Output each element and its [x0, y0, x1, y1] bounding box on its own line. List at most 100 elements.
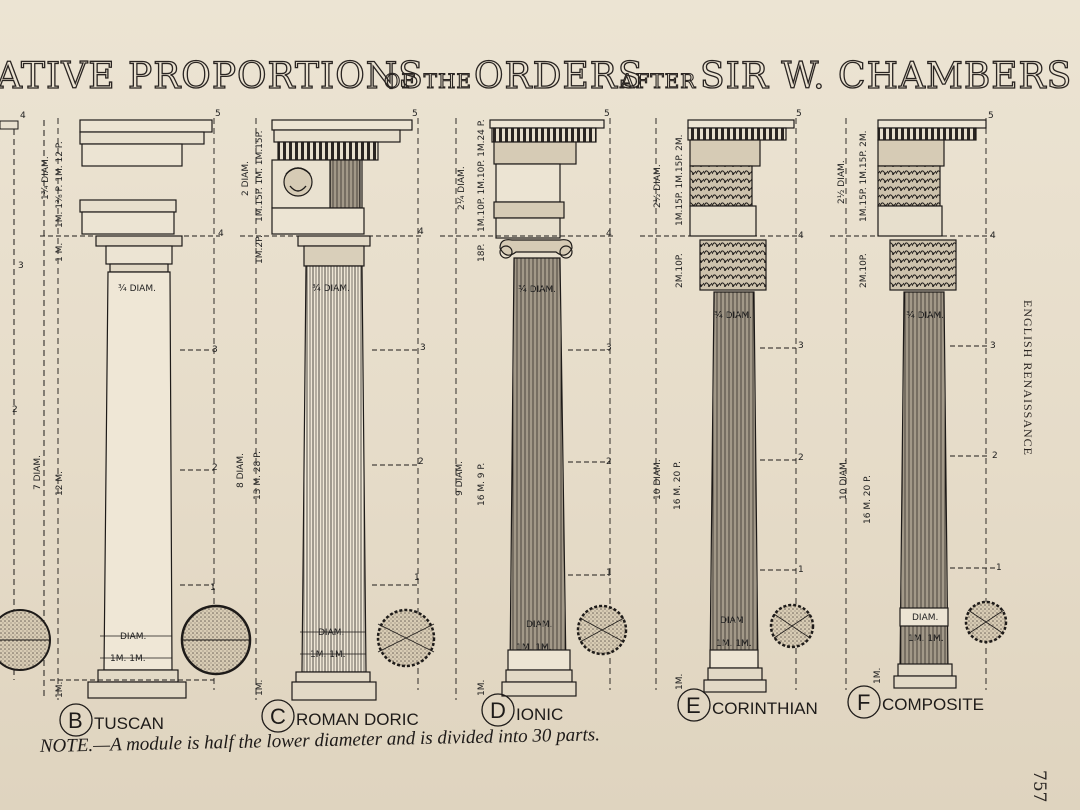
corinthian-base-mod: 1M.: [675, 674, 685, 690]
dimension-labels: 7 DIAM. 12 M. 1¾ DIAM. 1M. 1⅜ P. 1M. 12 …: [33, 119, 873, 524]
letter-d: D: [490, 698, 506, 723]
composite-lower-diam: DIAM.: [912, 613, 938, 623]
title-part1: ATIVE PROPORTIONS: [0, 56, 424, 97]
order-column-roman-doric: [240, 118, 436, 701]
letter-e: E: [686, 693, 701, 718]
tick-2-composite: 2: [992, 451, 998, 461]
composite-base-mod: 1M.: [873, 668, 883, 684]
tuscan-capital-mod: 1 M.: [55, 243, 65, 262]
title-of-the: OF THE: [384, 69, 472, 93]
tuscan-neck-label: ¾ DIAM.: [118, 284, 156, 294]
name-tuscan: TUSCAN: [94, 714, 164, 733]
letter-c: C: [270, 704, 286, 729]
page-number: 757: [1029, 770, 1049, 802]
doric-height-diam: 8 DIAM.: [236, 453, 246, 488]
tick-4-corinthian: 4: [798, 231, 804, 241]
order-labels: B TUSCAN C ROMAN DORIC D IONIC E CORINTH…: [59, 685, 984, 737]
ionic-entablature-parts: 1M.10P. 1M.10P. 1M.24 P.: [477, 119, 487, 232]
letter-f: F: [857, 690, 870, 715]
corinthian-height-mod: 16 M. 20 P.: [673, 461, 683, 510]
composite-height-diam: 10 DIAM.: [839, 459, 849, 500]
doric-entablature-parts: 1M.15P. 1M. 1M.15P.: [255, 131, 265, 222]
tuscan-height-mod: 12 M.: [55, 471, 65, 496]
order-column-tuscan: [40, 118, 252, 700]
order-column-ionic: [440, 118, 628, 700]
tuscan-entablature-diam: 1¾ DIAM.: [41, 156, 51, 200]
tick-3-ionic: 3: [606, 343, 612, 353]
ionic-modules: 1M. 1M.: [516, 643, 552, 653]
title-after: AFTER: [619, 69, 696, 93]
tick-3-doric: 3: [420, 343, 426, 353]
tick-2-tuscan: 2: [212, 463, 218, 473]
svg-text:4: 4: [20, 111, 26, 121]
tick-3-tuscan: 3: [212, 345, 218, 355]
ionic-neck-label: ¾ DIAM.: [518, 285, 556, 295]
corinthian-height-diam: 10 DIAM.: [653, 459, 663, 500]
composite-entablature-diam: 2½ DIAM.: [837, 160, 847, 204]
doric-lower-diam: DIAM.: [318, 628, 344, 638]
doric-height-mod: 13 M. 28 P.: [253, 451, 263, 500]
tick-5-composite: 5: [988, 111, 994, 121]
order-column-corinthian: [640, 118, 815, 693]
doric-neck-label: ¾ DIAM.: [312, 284, 350, 294]
ionic-lower-diam: DIAM.: [526, 620, 552, 630]
composite-entablature-parts: 1M.15P. 1M.15P. 2M.: [859, 131, 869, 222]
tick-2-doric: 2: [418, 457, 424, 467]
tick-4-composite: 4: [990, 231, 996, 241]
tuscan-height-diam: 7 DIAM.: [33, 455, 43, 490]
doric-base-mod: 1M.: [255, 680, 265, 696]
partial-order-a: 4 3 2: [0, 111, 51, 700]
doric-modules: 1M. 1M.: [310, 650, 346, 660]
name-corinthian: CORINTHIAN: [712, 699, 818, 718]
svg-text:2: 2: [12, 405, 18, 415]
corinthian-lower-diam: DIAM.: [720, 616, 746, 626]
tuscan-lower-diam: DIAM.: [120, 632, 146, 642]
side-label: ENGLISH RENAISSANCE: [1021, 300, 1035, 456]
name-ionic: IONIC: [516, 705, 563, 724]
corinthian-entablature-diam: 2½ DIAM.: [653, 164, 663, 208]
tick-1-composite: 1: [996, 563, 1002, 573]
tick-5-ionic: 5: [604, 109, 610, 119]
tuscan-base-mod: 1M.: [55, 682, 65, 698]
tick-1-doric: 1: [414, 573, 420, 583]
corinthian-capital-mod: 2M.10P.: [675, 253, 685, 288]
tick-1-corinthian: 1: [798, 565, 804, 575]
name-composite: COMPOSITE: [882, 695, 984, 714]
composite-capital-mod: 2M.10P.: [859, 253, 869, 288]
tick-2-ionic: 2: [606, 457, 612, 467]
scale-ticks: 5 4 3 2 1 5 4 3 2 1 5 4 3 2 1 5 4 3 2 1 …: [210, 109, 1002, 593]
tuscan-modules: 1M. 1M.: [110, 654, 146, 664]
plate-title: ATIVE PROPORTIONS OF THE ORDERS AFTER SI…: [0, 55, 1072, 97]
composite-modules: 1M. 1M.: [908, 634, 944, 644]
doric-entablature-diam: 2 DIAM.: [241, 161, 251, 196]
ionic-height-mod: 16 M. 9 P.: [477, 463, 487, 506]
ionic-capital-mod: 18P.: [477, 244, 487, 262]
title-name: SIR W. CHAMBERS: [700, 56, 1072, 97]
tick-4-doric: 4: [418, 227, 424, 237]
tick-3-corinthian: 3: [798, 341, 804, 351]
tuscan-entablature-parts: 1M. 1⅜ P. 1M. 12 P.: [55, 141, 65, 228]
shaft-labels: ¾ DIAM. DIAM. 1M. 1M. 1M. ¾ DIAM. DIAM. …: [55, 284, 944, 698]
tick-4-ionic: 4: [606, 229, 612, 239]
ionic-height-diam: 9 DIAM.: [455, 461, 465, 496]
title-orders: ORDERS: [474, 56, 644, 97]
tick-1-ionic: 1: [606, 568, 612, 578]
tick-4-tuscan: 4: [218, 229, 224, 239]
tick-2-corinthian: 2: [798, 453, 804, 463]
ionic-base-mod: 1M.: [477, 680, 487, 696]
name-roman-doric: ROMAN DORIC: [296, 710, 419, 729]
svg-text:3: 3: [18, 261, 24, 271]
tick-5-doric: 5: [412, 109, 418, 119]
composite-height-mod: 16 M. 20 P.: [863, 475, 873, 524]
order-column-composite: [830, 118, 1008, 690]
corinthian-neck-label: ¾ DIAM.: [714, 311, 752, 321]
letter-b: B: [68, 708, 83, 733]
doric-capital-mod: 1M.2P.: [255, 235, 265, 264]
ionic-entablature-diam: 2¼ DIAM.: [457, 166, 467, 210]
tick-3-composite: 3: [990, 341, 996, 351]
corinthian-entablature-parts: 1M.15P. 1M.15P. 2M.: [675, 135, 685, 226]
composite-neck-label: ¾ DIAM.: [906, 311, 944, 321]
tick-5-tuscan: 5: [215, 109, 221, 119]
